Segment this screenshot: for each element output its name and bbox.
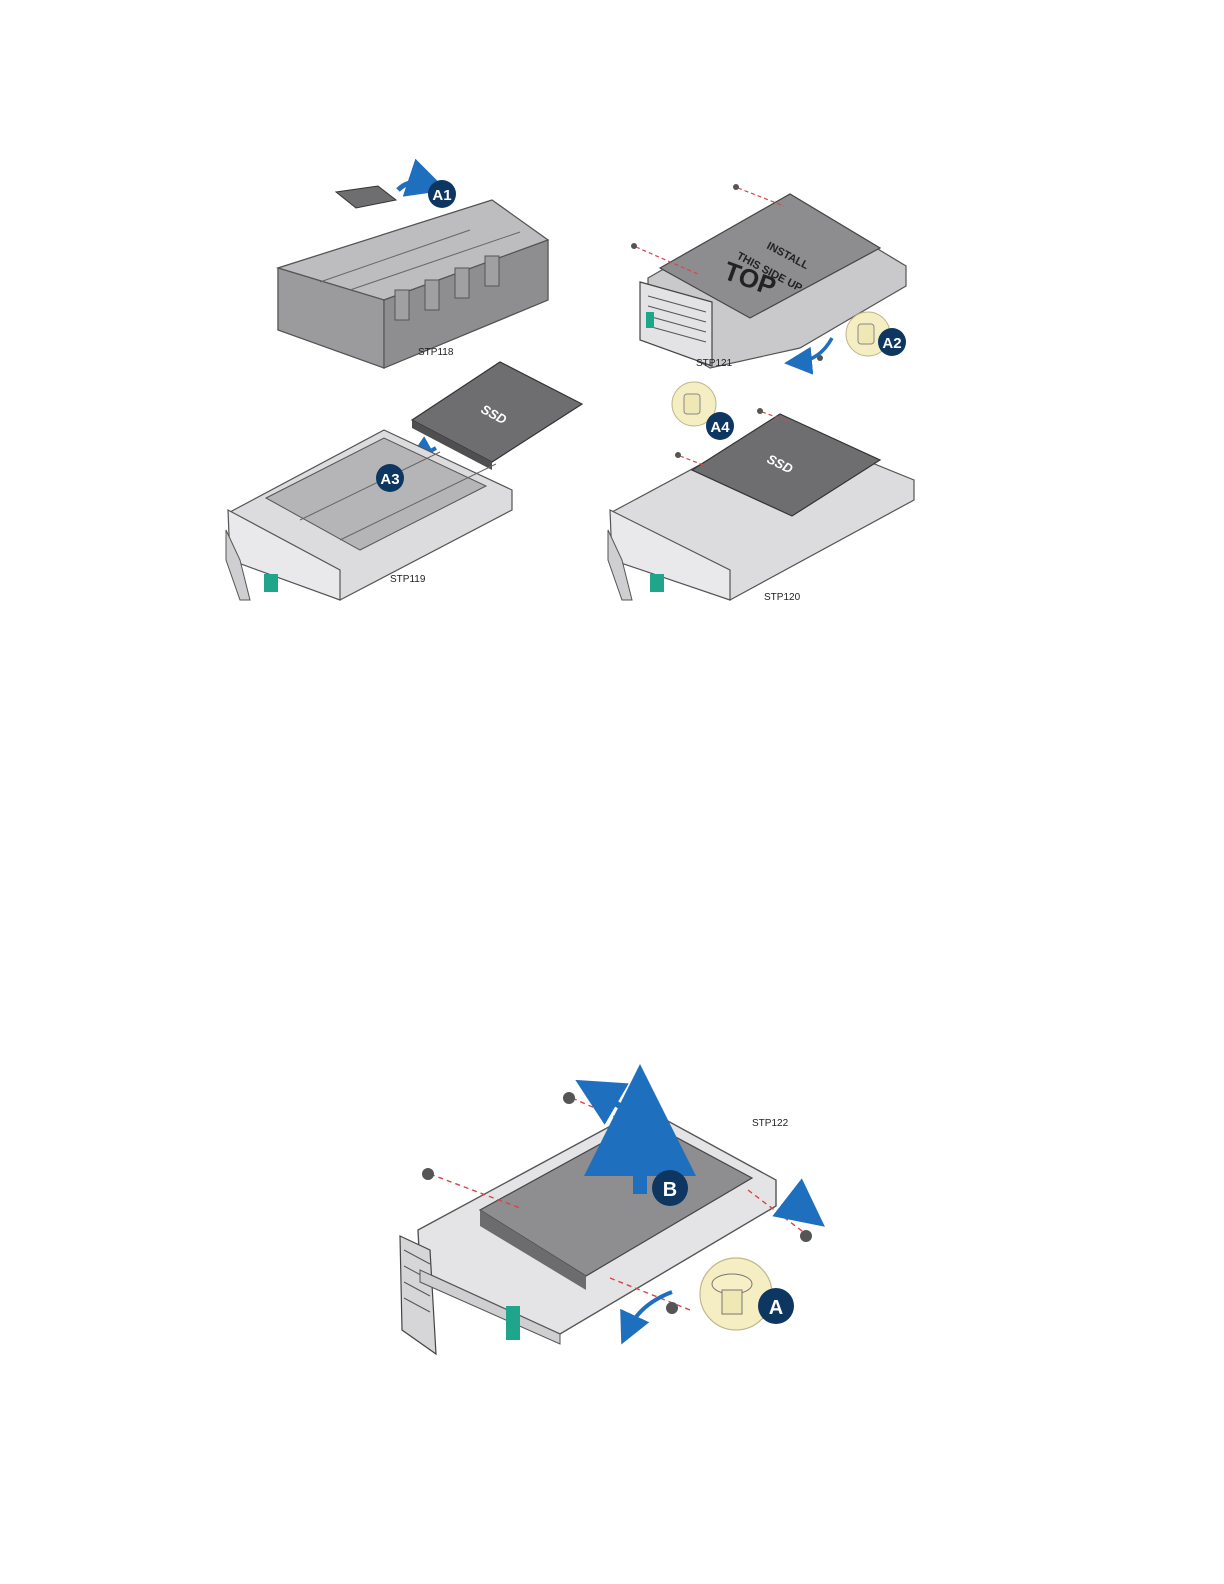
latch-green — [650, 574, 664, 592]
latch-green — [264, 574, 278, 592]
panel-stp118: A1 STP118 — [278, 180, 548, 368]
step-a4-label: A4 — [710, 419, 730, 436]
panel-stp119: SSD A3 STP119 — [226, 362, 582, 600]
step-a1-label: A1 — [432, 187, 451, 204]
step-a2-label: A2 — [882, 335, 901, 352]
panel-id-stp119: STP119 — [390, 574, 426, 585]
step-b-label: B — [663, 1179, 677, 1201]
latch-green — [506, 1306, 520, 1340]
panel-stp121: INSTALL THIS SIDE UP TOP A2 STP121 — [631, 184, 906, 369]
panel-id-stp122: STP122 — [752, 1118, 789, 1129]
figure-stp122: B A STP122 — [400, 1092, 812, 1354]
latch-green — [646, 312, 654, 328]
step-a-label: A — [769, 1297, 783, 1319]
step-a3-label: A3 — [380, 471, 399, 488]
screw — [800, 1230, 812, 1242]
screw — [422, 1168, 434, 1180]
panel-id-stp120: STP120 — [764, 592, 801, 603]
screw — [666, 1302, 678, 1314]
panel-id-stp118: STP118 — [418, 347, 454, 358]
panel-stp120: SSD A4 STP120 — [608, 382, 914, 603]
panel-id-stp121: STP121 — [696, 358, 733, 369]
screw — [563, 1092, 575, 1104]
